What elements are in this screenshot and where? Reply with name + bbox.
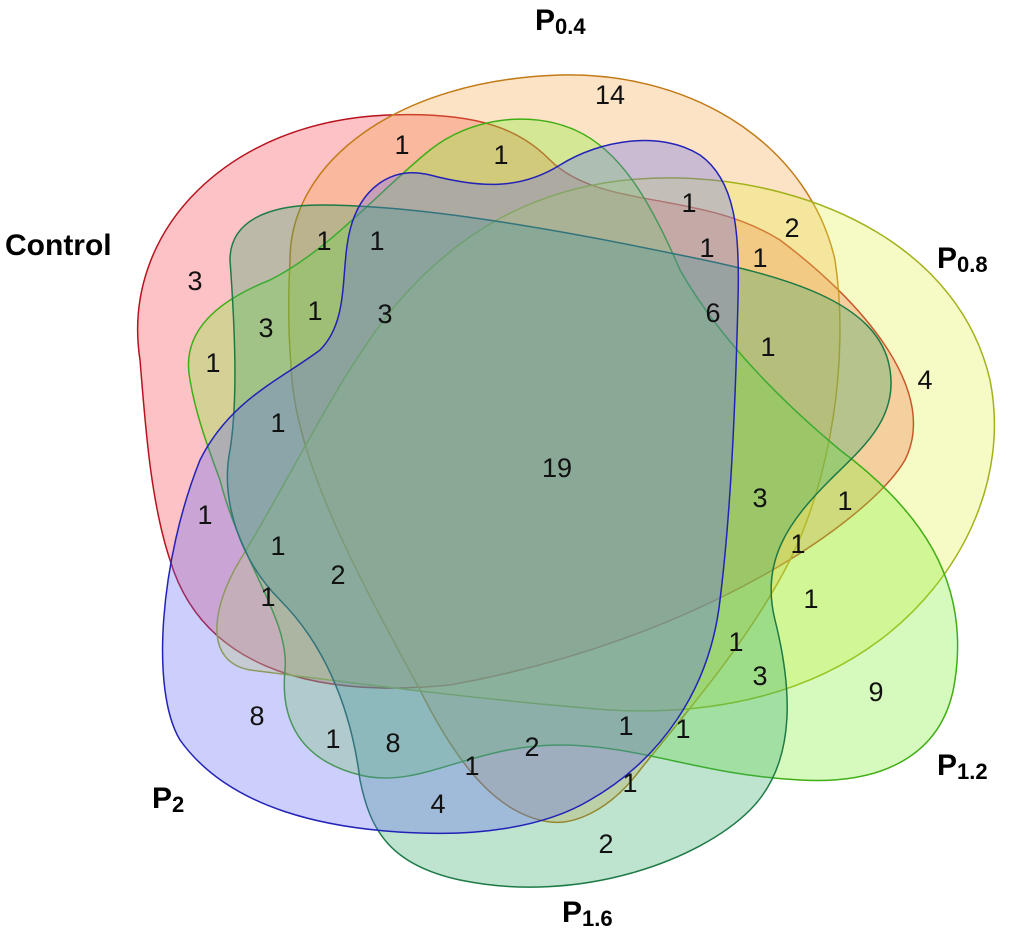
set-label-p08: P0.8	[937, 242, 988, 277]
region-count: 2	[330, 560, 345, 590]
region-count: 1	[270, 531, 285, 561]
region-count: 2	[524, 732, 539, 762]
region-counts: 14 1 1 3 1 1 2 1 1 4 6 3 1 1 3 1 1 19 1 …	[187, 80, 932, 859]
region-count: 2	[784, 213, 799, 243]
region-count: 1	[728, 627, 743, 657]
set-region-control	[136, 113, 915, 689]
region-count: 3	[752, 483, 767, 513]
region-count: 6	[705, 298, 720, 328]
region-count: 1	[760, 332, 775, 362]
region-count: 1	[270, 408, 285, 438]
region-count: 1	[681, 188, 696, 218]
region-count: 1	[394, 130, 409, 160]
region-count: 1	[790, 529, 805, 559]
region-count: 1	[205, 348, 220, 378]
region-count: 1	[622, 768, 637, 798]
region-count: 1	[197, 500, 212, 530]
region-count: 1	[316, 226, 331, 256]
region-count: 8	[249, 701, 264, 731]
region-count: 2	[598, 829, 613, 859]
region-count: 1	[325, 724, 340, 754]
region-count: 1	[260, 582, 275, 612]
set-region-p04	[287, 74, 841, 824]
region-count: 1	[307, 296, 322, 326]
region-count: 9	[868, 677, 883, 707]
region-count: 4	[430, 789, 445, 819]
set-region-p2	[161, 139, 740, 835]
region-count: 3	[187, 266, 202, 296]
set-label-p16: P1.6	[562, 896, 613, 931]
set-shapes	[136, 74, 996, 888]
region-count: 1	[837, 486, 852, 516]
region-count: 1	[699, 233, 714, 263]
region-count: 1	[752, 243, 767, 273]
region-count: 3	[752, 661, 767, 691]
set-label-control: Control	[5, 229, 112, 262]
region-count: 1	[618, 711, 633, 741]
set-label-p2: P2	[152, 782, 184, 817]
region-count: 1	[369, 226, 384, 256]
region-count: 1	[675, 714, 690, 744]
region-count: 19	[542, 453, 572, 483]
set-region-p16	[226, 204, 892, 888]
region-count: 1	[803, 584, 818, 614]
set-label-p04: P0.4	[535, 4, 586, 39]
region-count: 1	[493, 140, 508, 170]
set-region-p12	[187, 118, 959, 782]
region-count: 8	[385, 728, 400, 758]
region-count: 3	[377, 299, 392, 329]
region-count: 14	[595, 80, 625, 110]
region-count: 1	[464, 751, 479, 781]
set-labels: Control P0.4 P0.8 P1.2 P1.6 P2	[5, 4, 988, 931]
set-region-p08	[216, 177, 996, 712]
region-count: 3	[258, 313, 273, 343]
region-count: 4	[917, 365, 932, 395]
set-label-p12: P1.2	[937, 749, 988, 784]
